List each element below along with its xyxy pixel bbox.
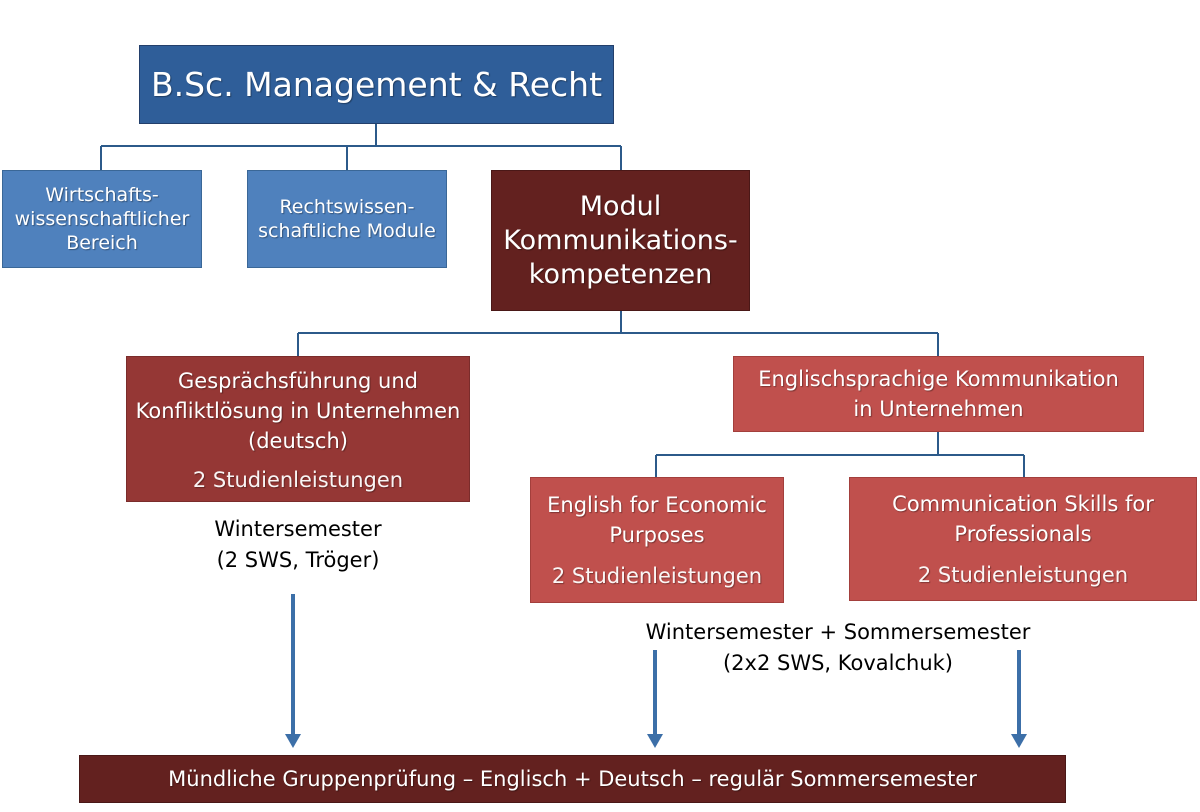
- subcourse-economic-line-1: English for Economic: [547, 493, 767, 517]
- course-english-line-2: in Unternehmen: [853, 397, 1024, 421]
- note-right: Wintersemester + Sommersemester (2x2 SWS…: [618, 617, 1058, 679]
- note-left: Wintersemester (2 SWS, Tröger): [168, 514, 428, 576]
- course-german-line-3: (deutsch): [248, 429, 348, 453]
- course-german-box: Gesprächsführung und Konfliktlösung in U…: [126, 356, 470, 502]
- subcourse-economic-line-2: Purposes: [609, 523, 705, 547]
- module-communication-line-3: kompetenzen: [528, 258, 713, 290]
- subcourse-skills-credits: 2 Studienleistungen: [917, 563, 1129, 587]
- course-english-box: Englischsprachige Kommunikation in Unter…: [733, 356, 1144, 432]
- program-title: B.Sc. Management & Recht: [150, 65, 603, 104]
- module-communication-line-2: Kommunikations-: [503, 224, 738, 256]
- note-right-details: (2x2 SWS, Kovalchuk): [722, 651, 953, 675]
- subcourse-skills-line-1: Communication Skills for: [892, 492, 1154, 516]
- course-german-line-1: Gesprächsführung und: [178, 369, 418, 393]
- note-left-semester: Wintersemester: [214, 517, 382, 541]
- program-title-box: B.Sc. Management & Recht: [139, 45, 614, 124]
- module-communication-line-1: Modul: [579, 190, 662, 222]
- course-german-line-2: Konfliktlösung in Unternehmen: [135, 399, 461, 423]
- course-english-line-1: Englischsprachige Kommunikation: [758, 367, 1119, 391]
- module-law-box: Rechtswissen- schaftliche Module: [247, 170, 447, 268]
- module-economics-line-3: Bereich: [66, 232, 138, 254]
- subcourse-skills-line-2: Professionals: [954, 522, 1092, 546]
- exam-label: Mündliche Gruppenprüfung – Englisch + De…: [168, 767, 977, 791]
- module-communication-box: Modul Kommunikations- kompetenzen: [491, 170, 750, 311]
- module-law-line-2: schaftliche Module: [258, 220, 436, 242]
- module-law-line-1: Rechtswissen-: [279, 196, 415, 218]
- module-economics-line-2: wissenschaftlicher: [14, 208, 190, 230]
- subcourse-communication-skills-box: Communication Skills for Professionals 2…: [849, 477, 1197, 601]
- module-economics-box: Wirtschafts- wissenschaftlicher Bereich: [2, 170, 202, 268]
- course-german-credits: 2 Studienleistungen: [192, 468, 404, 492]
- note-right-semester: Wintersemester + Sommersemester: [645, 620, 1031, 644]
- subcourse-economic-credits: 2 Studienleistungen: [551, 564, 763, 588]
- note-left-details: (2 SWS, Tröger): [216, 548, 380, 572]
- exam-box: Mündliche Gruppenprüfung – Englisch + De…: [79, 755, 1066, 803]
- module-economics-line-1: Wirtschafts-: [45, 184, 159, 206]
- subcourse-economic-purposes-box: English for Economic Purposes 2 Studienl…: [530, 477, 784, 603]
